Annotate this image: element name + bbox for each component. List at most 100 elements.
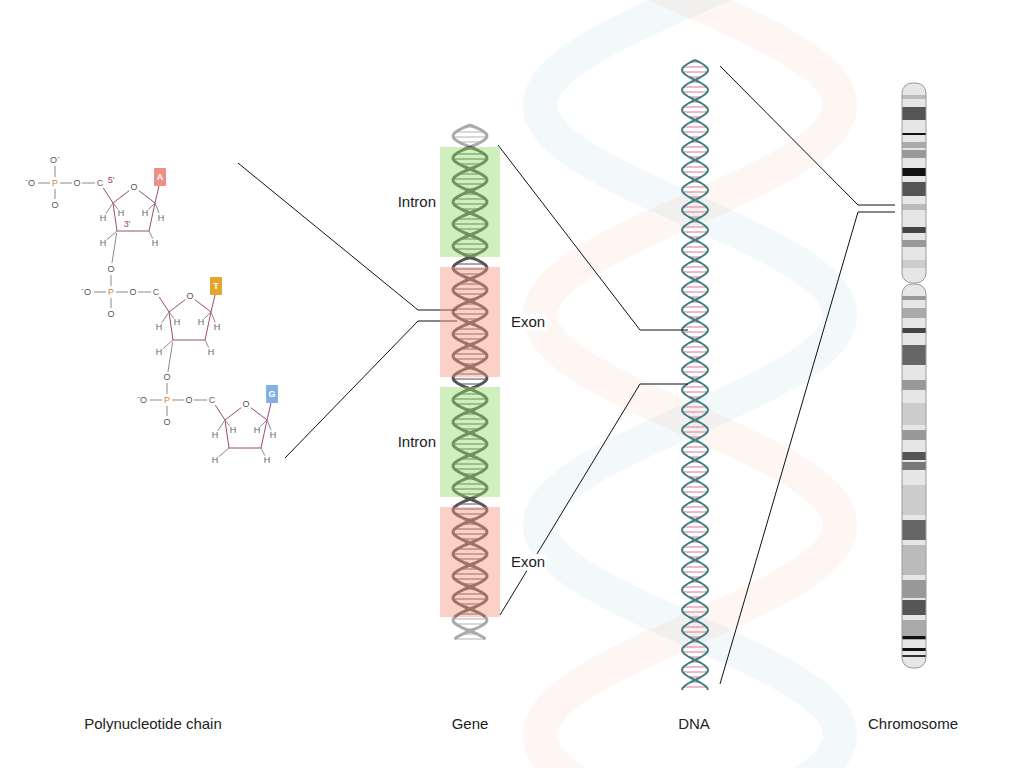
- bond-line: [111, 298, 112, 308]
- base-pair-rung: [683, 551, 708, 553]
- region-label: Intron: [396, 194, 438, 211]
- atom-label: O: [163, 373, 170, 382]
- base-pair-rung: [683, 546, 706, 548]
- atom-label: H: [152, 239, 159, 248]
- base-pair-rung: [683, 671, 708, 673]
- bond-line: [251, 408, 267, 420]
- bond-line: [225, 420, 229, 448]
- region-label: Exon: [509, 554, 547, 571]
- leader-lines: [238, 66, 895, 684]
- base-pair-rung: [683, 346, 706, 348]
- atom-label: ⁻O: [81, 288, 91, 297]
- base-pair-rung: [453, 136, 487, 138]
- chromosome-outline: [902, 284, 926, 668]
- bond-line: [169, 312, 173, 340]
- chromosome-band: [900, 545, 928, 575]
- atom-label: H: [208, 348, 215, 357]
- bond-line: [261, 420, 267, 448]
- atom-label: O⁻: [50, 156, 60, 165]
- bond-line: [169, 300, 185, 312]
- base-pair-rung: [683, 351, 708, 353]
- bond-line: [225, 408, 241, 420]
- bond-line: [211, 295, 215, 312]
- gene-strand: [453, 617, 485, 639]
- chromosome-band: [900, 648, 928, 651]
- bond-line: [229, 448, 261, 449]
- base-pair-rung: [683, 166, 706, 168]
- base-pair-rung: [683, 451, 708, 453]
- base-pair-rung: [683, 446, 706, 448]
- bond-line: [112, 233, 117, 263]
- bond-line: [149, 203, 155, 231]
- atom-label: H: [214, 323, 221, 332]
- bond-line: [103, 188, 113, 203]
- chromosome-outline: [902, 83, 926, 283]
- watermark-strand: [540, 0, 840, 768]
- bond-line: [195, 300, 211, 312]
- chromosome-band: [900, 403, 928, 425]
- chromosome-band: [900, 133, 928, 135]
- atom-label: C: [209, 396, 216, 405]
- atom-label: 3': [124, 220, 131, 229]
- chromosome-band: [900, 142, 928, 148]
- atom-label: H: [100, 214, 107, 223]
- watermark-strand: [540, 0, 840, 768]
- watermark-helix: [540, 0, 840, 768]
- chromosome-band: [900, 520, 928, 540]
- base-pair-rung: [683, 431, 708, 433]
- bond-line: [38, 183, 50, 184]
- base-pair-rung: [453, 378, 487, 380]
- base-pair-rung: [683, 366, 706, 368]
- atom-label: P: [108, 288, 114, 297]
- atom-label: H: [198, 318, 205, 327]
- base-pair-rung: [683, 471, 708, 473]
- chromosome-band: [900, 182, 928, 196]
- atom-label: H: [270, 431, 277, 440]
- bond-line: [167, 406, 168, 416]
- base-pair-rung: [456, 263, 485, 265]
- atom-label: O: [107, 265, 114, 274]
- atom-label: H: [264, 456, 271, 465]
- base-pair-rung: [683, 371, 708, 373]
- chromosome-band: [900, 600, 928, 615]
- gene-strand: [453, 125, 470, 147]
- bond-line: [267, 420, 271, 430]
- bond-line: [225, 420, 230, 426]
- base-box: G: [266, 385, 278, 403]
- chromosome-band: [900, 380, 928, 390]
- atom-label: O: [185, 396, 192, 405]
- bond-line: [205, 340, 209, 348]
- base-pair-rung: [683, 131, 708, 133]
- atom-label: C: [153, 288, 160, 297]
- base-letter: A: [157, 173, 164, 182]
- atom-label: O: [163, 418, 170, 427]
- leader-line: [720, 66, 895, 205]
- base-pair-rung: [683, 326, 706, 328]
- base-pair-rung: [683, 66, 706, 68]
- bond-line: [218, 420, 225, 431]
- base-pair-rung: [456, 131, 485, 133]
- base-pair-rung: [683, 646, 706, 648]
- bond-line: [117, 231, 149, 232]
- chromosome-bands: [900, 95, 928, 657]
- base-pair-rung: [683, 566, 706, 568]
- bond-line: [211, 312, 215, 322]
- bond-line: [261, 448, 265, 456]
- chromosome-band: [900, 636, 928, 639]
- bond-line: [113, 203, 117, 231]
- chromosome-band: [900, 655, 928, 657]
- base-pair-rung: [683, 491, 708, 493]
- bond-line: [113, 191, 129, 203]
- base-pair-rung: [683, 466, 706, 468]
- base-pair-rung: [683, 211, 708, 213]
- bond-line: [55, 166, 56, 177]
- base-pair-rung: [683, 126, 706, 128]
- bond-line: [139, 191, 155, 203]
- chromosome-band: [900, 620, 928, 640]
- chromosome-band: [900, 95, 928, 99]
- dna-strand: [682, 60, 708, 690]
- base-pair-rung: [683, 111, 708, 113]
- base-letter: G: [268, 390, 275, 399]
- atom-label: O: [242, 400, 249, 409]
- base-pair-rung: [683, 426, 706, 428]
